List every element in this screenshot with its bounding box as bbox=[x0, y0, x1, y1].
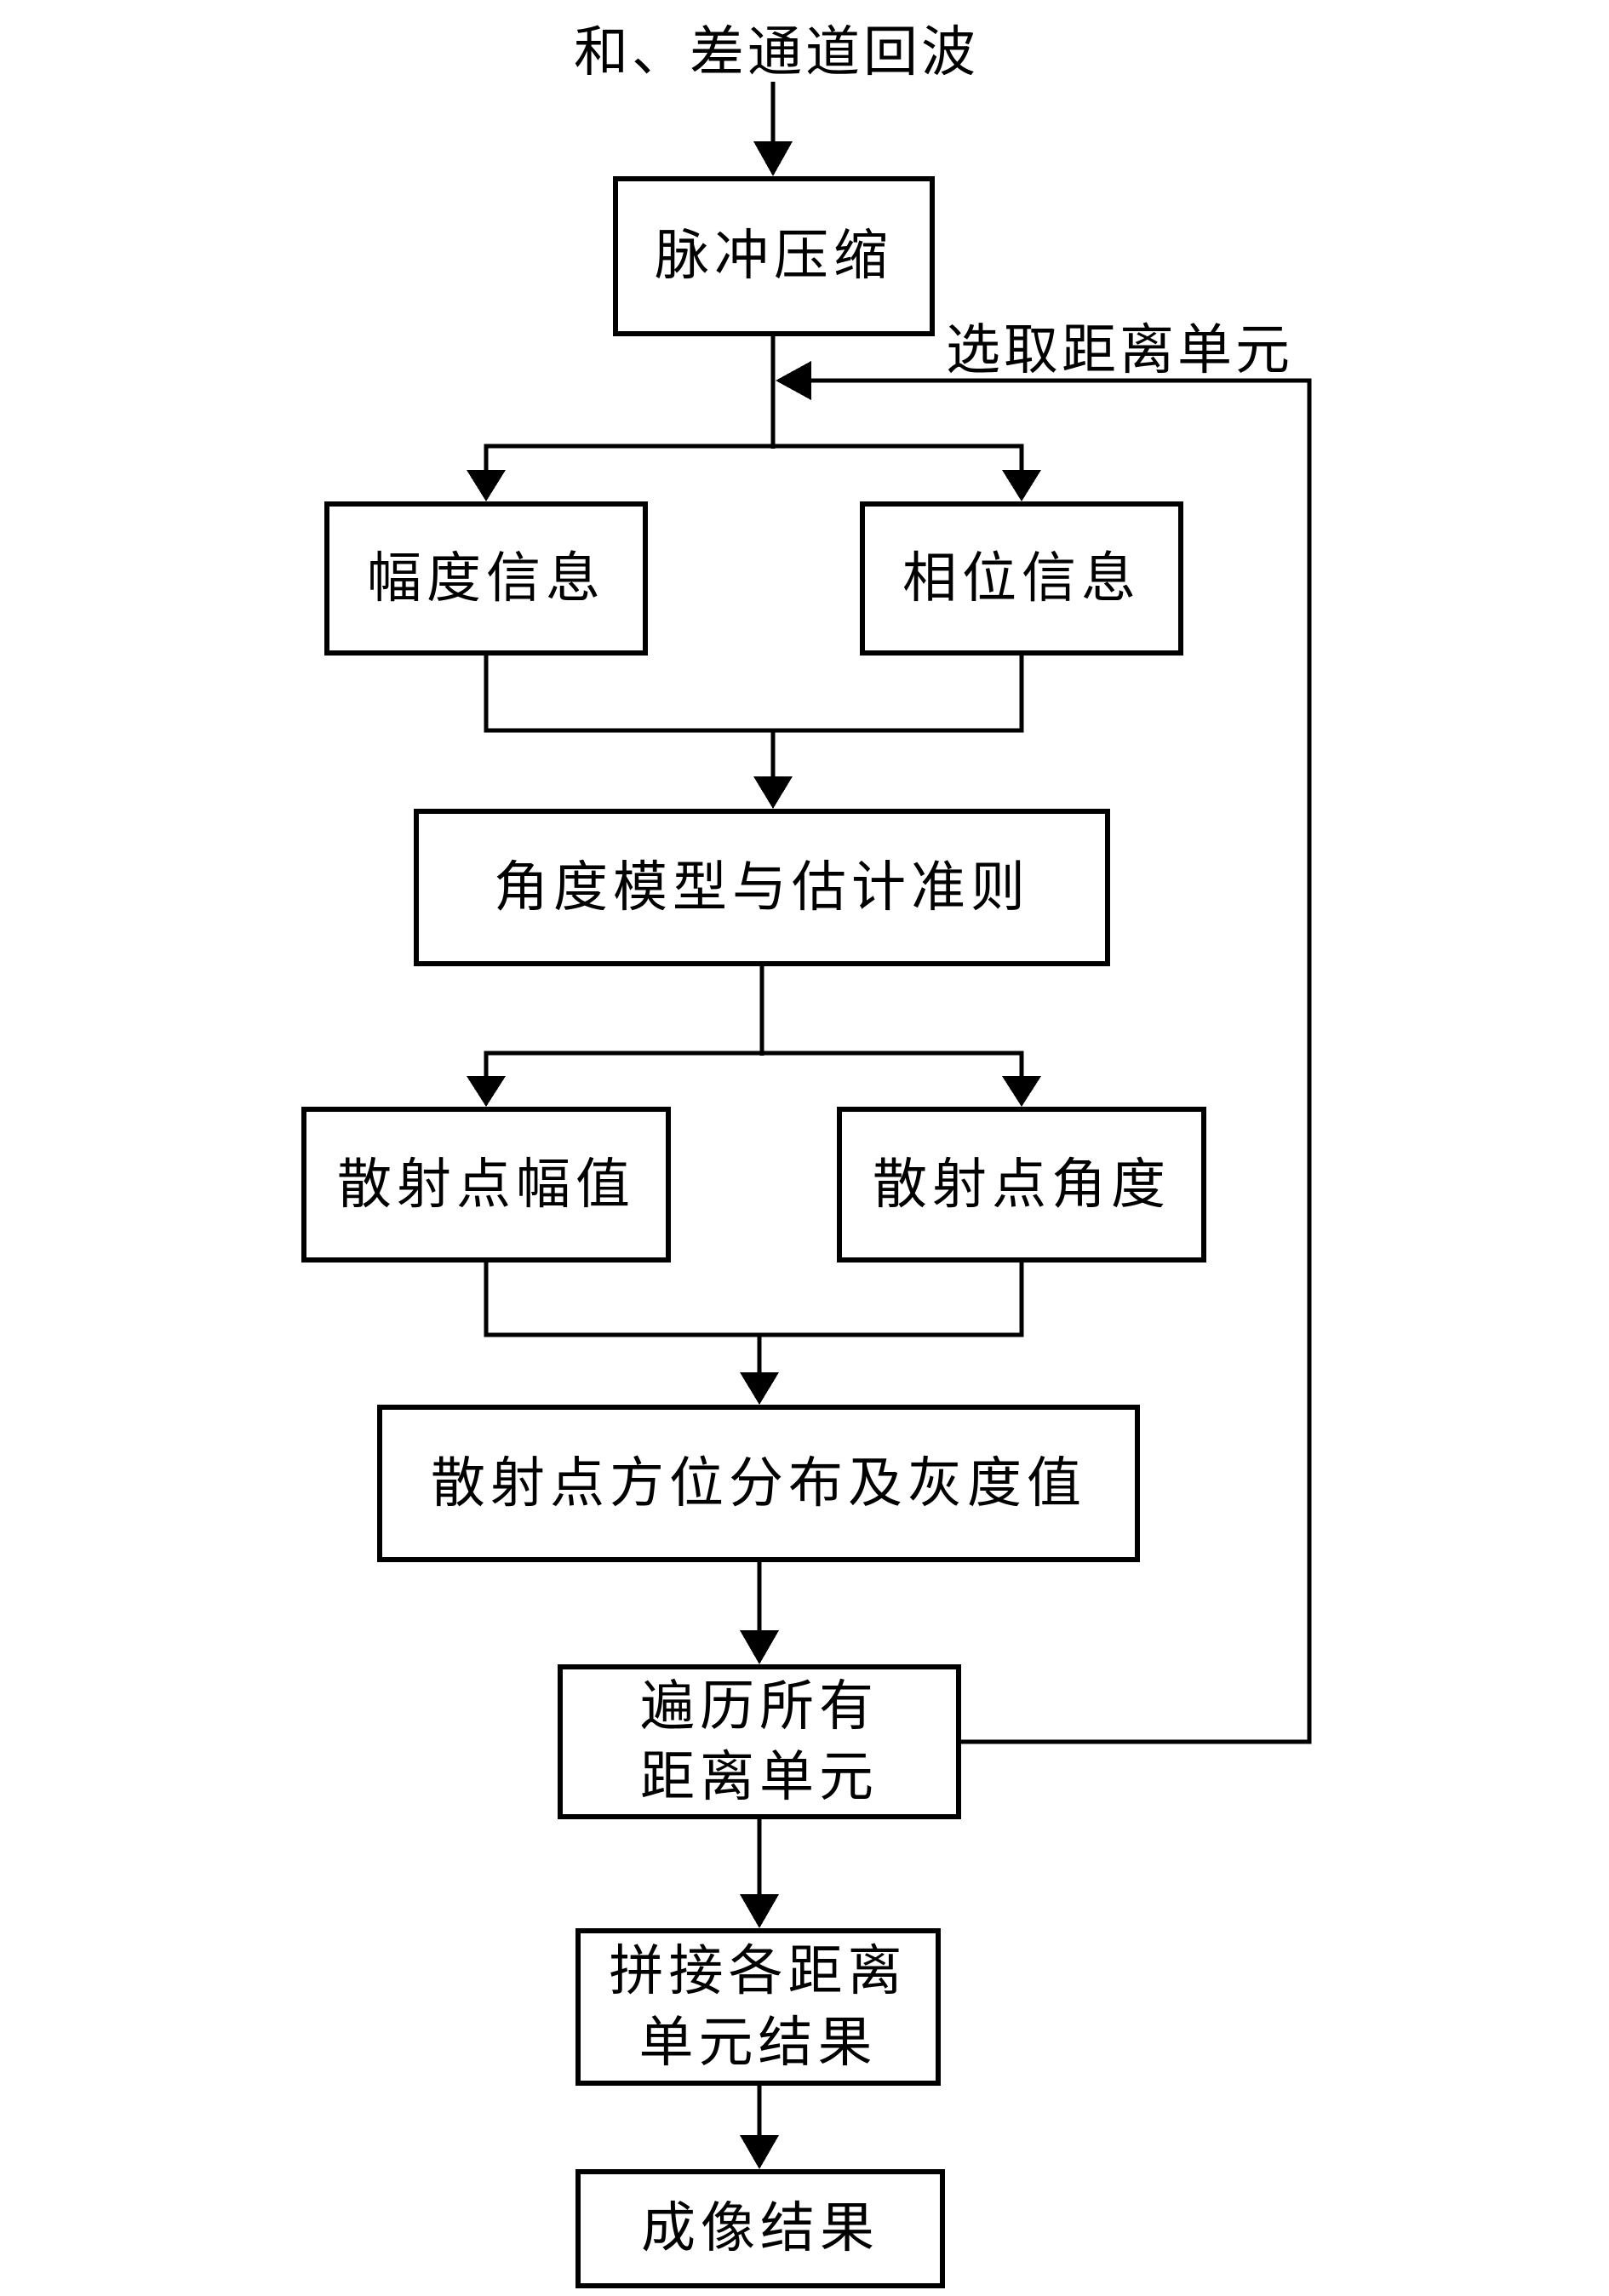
node-traverse-range-cells: 遍历所有 距离单元 bbox=[558, 1664, 961, 1819]
edge-to-phase-arrowhead bbox=[1002, 470, 1041, 501]
edge-input-arrowhead bbox=[753, 141, 793, 176]
node-scatter-amplitude: 散射点幅值 bbox=[301, 1107, 671, 1263]
edge-to-scatter-amplitude-arrowhead bbox=[467, 1076, 506, 1107]
node-scatter-amplitude-label: 散射点幅值 bbox=[337, 1154, 635, 1215]
node-stitch-line1: 拼接各距离 bbox=[609, 1941, 908, 2002]
node-imaging-result-label: 成像结果 bbox=[641, 2198, 879, 2259]
node-phase-info-label: 相位信息 bbox=[902, 547, 1141, 609]
edge-feedback-line bbox=[811, 378, 1312, 1744]
node-angle-model-label: 角度模型与估计准则 bbox=[494, 856, 1030, 918]
node-imaging-result: 成像结果 bbox=[575, 2169, 945, 2288]
edge-to-scatter-angle-arrowhead bbox=[1002, 1076, 1041, 1107]
edge-to-angle-model-arrowhead bbox=[753, 776, 793, 809]
edge-to-imaging-arrowhead bbox=[740, 2135, 779, 2169]
node-pulse-compression: 脉冲压缩 bbox=[613, 176, 935, 336]
node-amplitude-info-label: 幅度信息 bbox=[367, 547, 605, 609]
edge-feedback-arrowhead bbox=[776, 361, 811, 400]
node-traverse-line1: 遍历所有 bbox=[640, 1675, 879, 1737]
node-stitch-results: 拼接各距离 单元结果 bbox=[575, 1928, 941, 2086]
edge-split2-line bbox=[484, 1051, 1024, 1080]
node-scatter-angle: 散射点角度 bbox=[837, 1107, 1206, 1263]
node-azimuth-distribution: 散射点方位分布及灰度值 bbox=[377, 1405, 1140, 1562]
node-traverse-line2: 距离单元 bbox=[640, 1747, 879, 1807]
node-pulse-compression-label: 脉冲压缩 bbox=[655, 226, 893, 287]
input-label-sum-difference-channel-echo: 和、差通道回波 bbox=[574, 22, 979, 83]
edge-to-stitch-arrowhead bbox=[740, 1894, 779, 1928]
edge-label-select-range-cell: 选取距离单元 bbox=[946, 320, 1293, 381]
node-angle-model: 角度模型与估计准则 bbox=[414, 809, 1110, 966]
node-scatter-angle-label: 散射点角度 bbox=[873, 1154, 1171, 1215]
node-amplitude-info: 幅度信息 bbox=[324, 501, 648, 656]
edge-to-amplitude-arrowhead bbox=[467, 470, 506, 501]
edge-merge1-line bbox=[484, 656, 1024, 733]
edge-split1-line bbox=[484, 444, 1024, 473]
node-phase-info: 相位信息 bbox=[860, 501, 1183, 656]
node-azimuth-distribution-label: 散射点方位分布及灰度值 bbox=[431, 1452, 1086, 1514]
node-stitch-line2: 单元结果 bbox=[638, 2012, 878, 2073]
edge-to-azimuth-arrowhead bbox=[740, 1372, 779, 1405]
edge-to-traverse-arrowhead bbox=[740, 1630, 779, 1664]
edge-merge2-line bbox=[484, 1263, 1024, 1337]
